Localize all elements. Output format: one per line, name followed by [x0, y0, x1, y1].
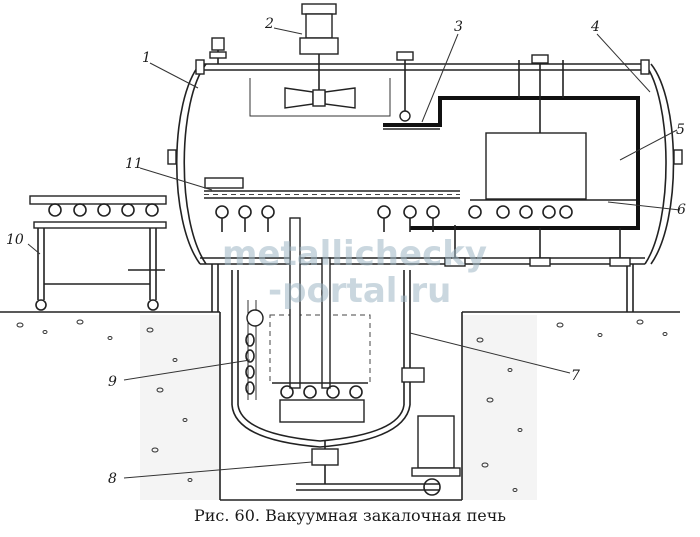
watermark: metallichecky -portal.ru: [222, 234, 487, 311]
callout-9: 9: [108, 374, 117, 390]
leader-lines: [27, 27, 681, 479]
heat-shield: [383, 51, 640, 230]
callout-labels: 1 2 3 4 5 6 7 8 9 10 11: [6, 16, 686, 487]
furnace-rollers: [468, 199, 636, 219]
quench-tank: [231, 270, 425, 448]
valve: [209, 37, 227, 64]
callout-5: 5: [676, 122, 685, 138]
loading-cart: [29, 195, 167, 311]
chamber-supports: [211, 225, 634, 312]
callout-6: 6: [677, 202, 686, 218]
callout-7: 7: [571, 368, 580, 384]
figure-caption: Рис. 60. Вакуумная закалочная печь: [193, 506, 507, 525]
callout-10: 10: [6, 232, 24, 248]
watermark-line2: -portal.ru: [268, 271, 451, 311]
callout-3: 3: [454, 19, 463, 35]
heating-chamber: [485, 54, 587, 200]
callout-8: 8: [108, 471, 117, 487]
transfer-conveyor: [204, 177, 460, 232]
fan-motor: [249, 3, 391, 117]
callout-2: 2: [264, 16, 274, 32]
ground: [0, 311, 680, 500]
callout-1: 1: [142, 50, 151, 66]
callout-4: 4: [590, 19, 600, 35]
vacuum-chamber-shell: [167, 59, 683, 265]
stirrer-drive: [296, 415, 461, 496]
quench-pit: [219, 312, 463, 501]
callout-11: 11: [125, 156, 143, 172]
quench-elevator: [245, 217, 368, 423]
watermark-line1: metallichecky: [222, 234, 487, 274]
